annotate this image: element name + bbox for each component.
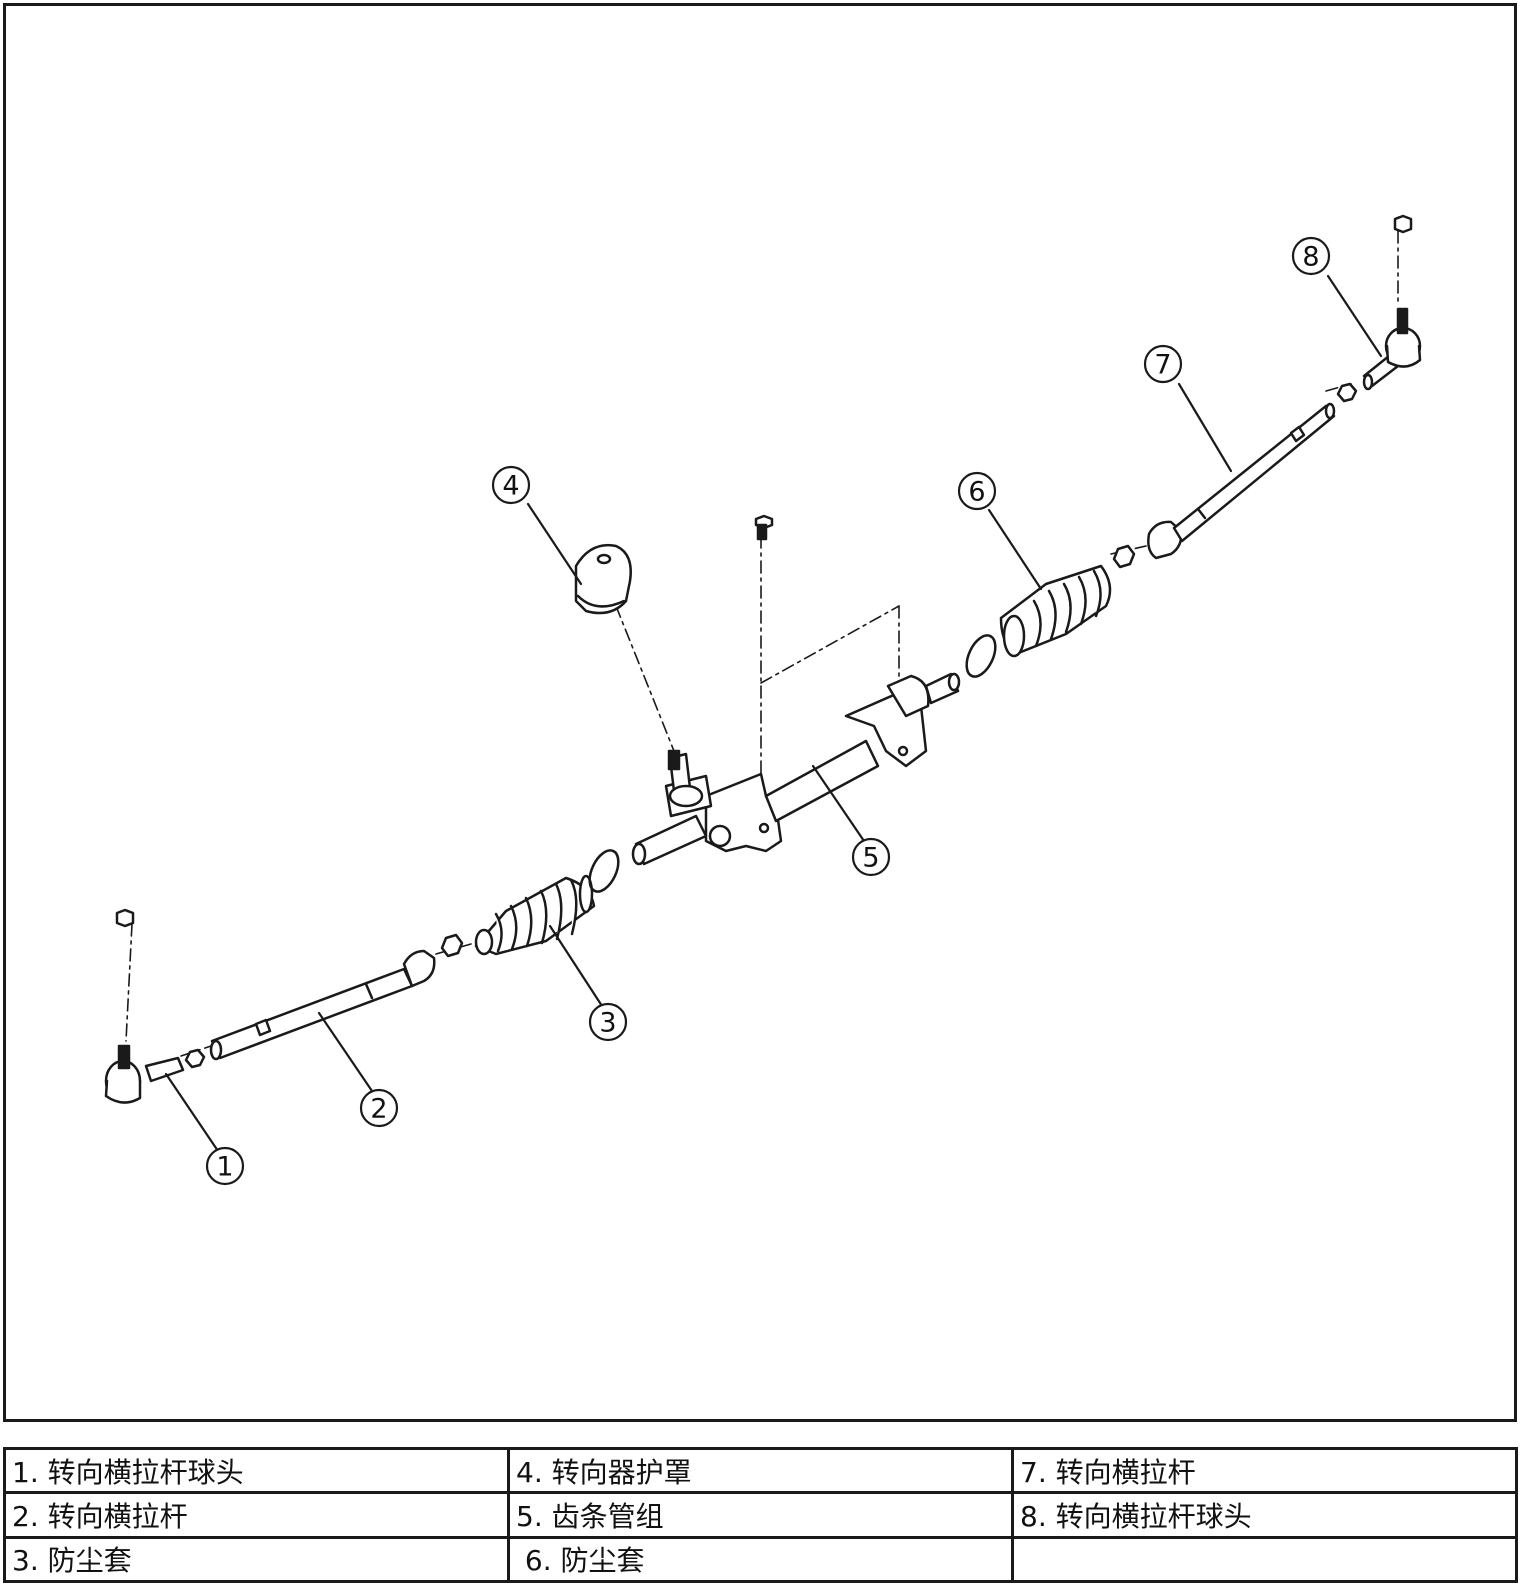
callout-8-circle (1291, 236, 1331, 276)
callout-7: 7 (1154, 350, 1171, 381)
part-5-rack-housing (631, 514, 961, 866)
callout-2: 2 (370, 1094, 387, 1125)
legend-cell: 1. 转向横拉杆球头 (3, 1446, 510, 1495)
callout-5: 5 (862, 843, 879, 874)
legend-cell: 5. 齿条管组 (507, 1491, 1014, 1539)
steering-rack-exploded-view: 1 2 3 4 5 6 7 8 (104, 214, 1422, 1186)
callout-1-circle (205, 1146, 245, 1186)
exploded-diagram: 1 2 3 4 5 6 7 8 (3, 3, 1517, 1422)
part-2-tie-rod-left (209, 933, 464, 1061)
callout-1: 1 (216, 1152, 233, 1183)
callout-2-circle (359, 1088, 399, 1128)
legend-row: 1. 转向横拉杆球头 4. 转向器护罩 7. 转向横拉杆 (3, 1446, 1518, 1495)
callout-7-circle (1143, 344, 1183, 384)
legend-cell: 8. 转向横拉杆球头 (1011, 1491, 1518, 1539)
part-1-tie-rod-end-left (104, 908, 206, 1104)
callout-6: 6 (968, 477, 985, 508)
callout-8: 8 (1302, 242, 1319, 273)
legend-row: 3. 防尘套 6. 防尘套 (3, 1535, 1518, 1584)
part-6-dust-boot-right (965, 544, 1136, 678)
part-4-gear-cover (574, 543, 632, 615)
callout-3-circle (588, 1002, 628, 1042)
callout-6-circle (957, 471, 997, 511)
legend-cell: 7. 转向横拉杆 (1011, 1446, 1518, 1495)
part-8-tie-rod-end-right (1362, 214, 1422, 391)
legend-cell-empty (1011, 1535, 1518, 1584)
callout-4: 4 (502, 471, 519, 502)
callout-5-circle (851, 837, 891, 877)
callout-circles (205, 236, 1331, 1186)
legend-cell: 2. 转向横拉杆 (3, 1491, 510, 1539)
callout-3: 3 (599, 1008, 616, 1039)
legend-cell: 4. 转向器护罩 (507, 1446, 1014, 1495)
parts-legend-table: 1. 转向横拉杆球头 4. 转向器护罩 7. 转向横拉杆 2. 转向横拉杆 5.… (3, 1446, 1518, 1584)
callout-4-circle (491, 465, 531, 505)
leader-lines (164, 274, 1383, 1153)
legend-cell: 6. 防尘套 (507, 1535, 1014, 1584)
legend-cell: 3. 防尘套 (3, 1535, 510, 1584)
assembly-lines (125, 230, 1399, 1057)
legend-row: 2. 转向横拉杆 5. 齿条管组 8. 转向横拉杆球头 (3, 1491, 1518, 1539)
part-7-tie-rod-right (1147, 382, 1358, 560)
part-3-dust-boot-left (474, 849, 620, 956)
